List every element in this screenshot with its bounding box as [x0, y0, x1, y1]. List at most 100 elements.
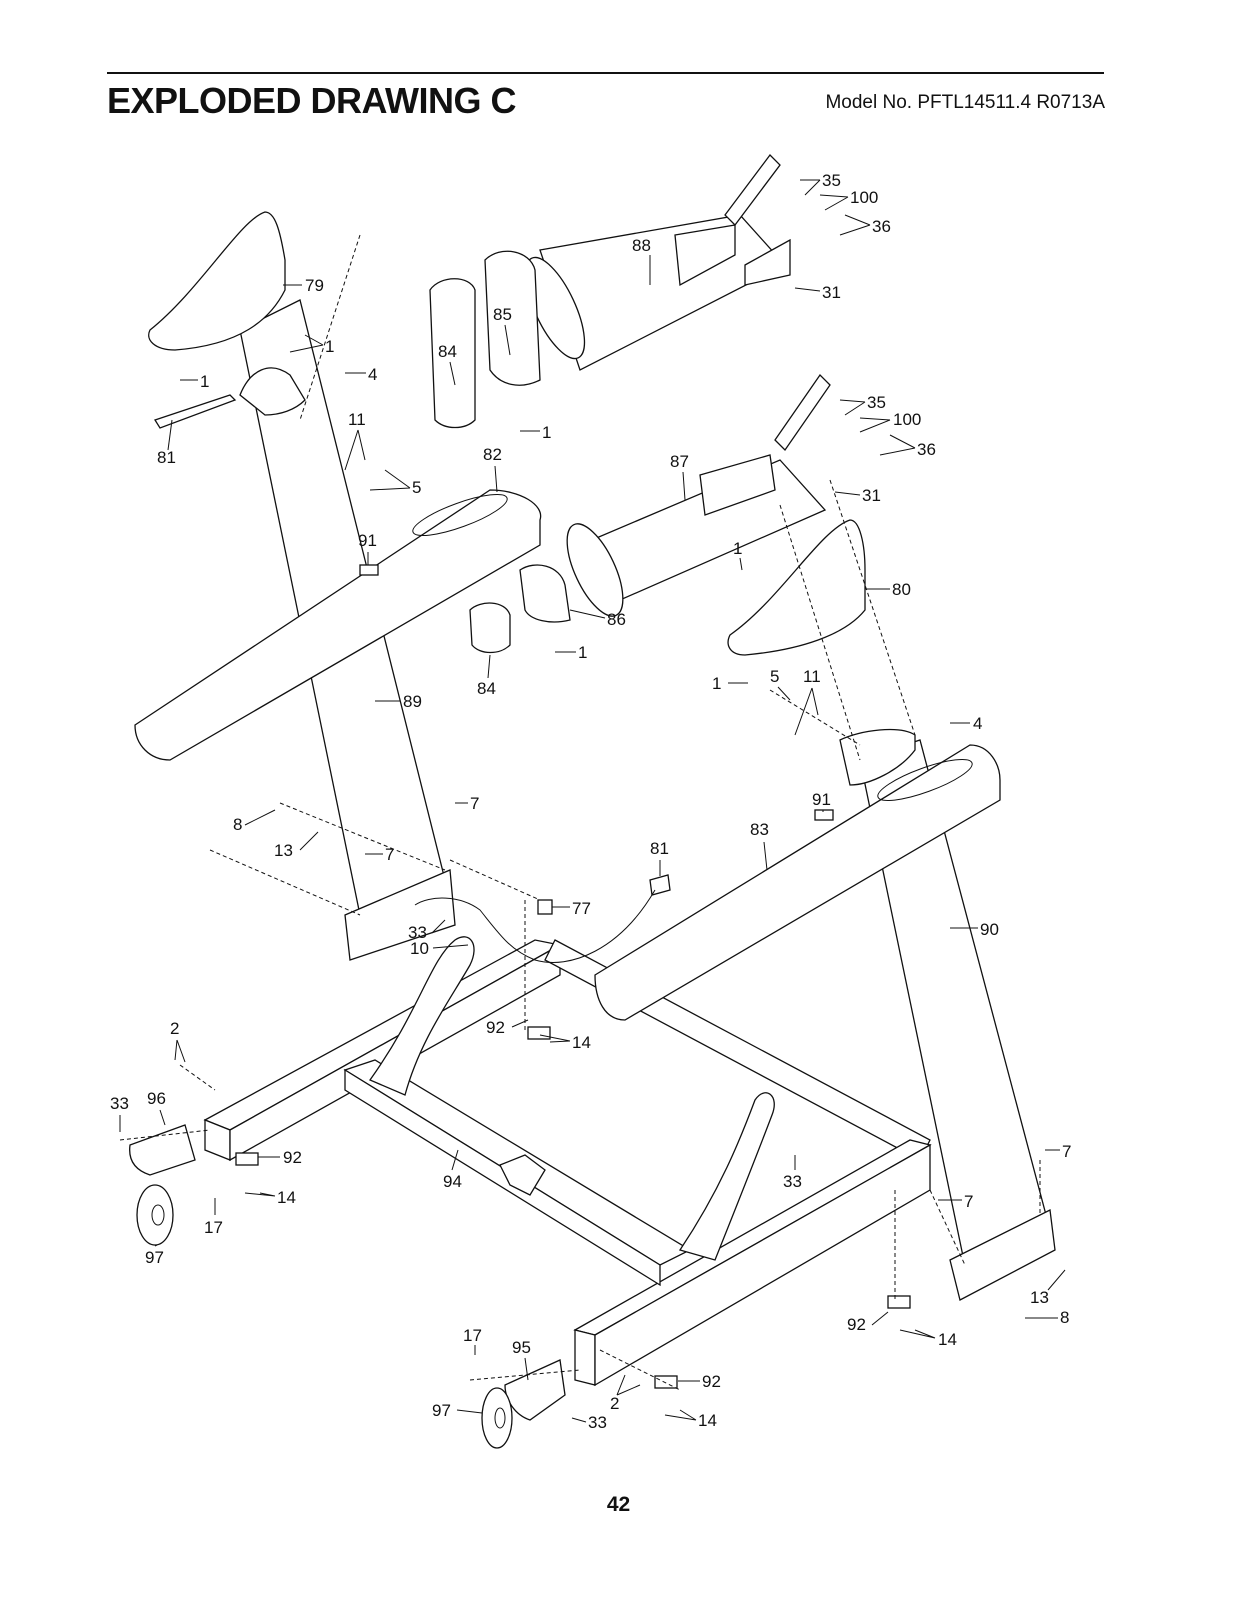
callout-91: 91	[812, 790, 831, 809]
leader-line	[344, 429, 366, 471]
leader-line	[664, 1409, 697, 1421]
left-shroud-79	[148, 211, 286, 351]
callout-5: 5	[770, 667, 779, 686]
leader-line	[432, 944, 469, 949]
leader-line	[174, 1039, 186, 1063]
callout-81: 81	[157, 448, 176, 467]
end-cap-86	[519, 564, 571, 623]
callout-95: 95	[512, 1338, 531, 1357]
callout-11: 11	[803, 667, 821, 686]
assembly-line	[769, 689, 861, 746]
callout-31: 31	[822, 283, 841, 302]
left-label-91	[359, 564, 379, 576]
leader-line	[289, 334, 324, 353]
callout-2: 2	[170, 1019, 179, 1038]
leader-line	[879, 434, 916, 456]
end-cap-85	[484, 250, 541, 386]
leader-line	[451, 1149, 459, 1171]
foot-96	[129, 1124, 196, 1176]
leader-line	[859, 417, 891, 433]
callout-36: 36	[872, 217, 891, 236]
callout-33: 33	[408, 923, 427, 942]
callout-10: 10	[410, 939, 429, 958]
assembly-line	[779, 504, 861, 761]
leader-line	[794, 687, 819, 736]
callout-85: 85	[493, 305, 512, 324]
tube-87-plate	[699, 454, 776, 516]
upper-tube-88	[524, 154, 791, 371]
assembly-line	[829, 479, 916, 736]
leader-line	[800, 179, 821, 196]
callout-labels: 35 100 36 88 31 79 1 1 4 85 84 1 11 81 8…	[110, 171, 1071, 1432]
callout-7: 7	[1062, 1142, 1071, 1161]
wheel-97-right-hub	[494, 1407, 506, 1429]
callout-1: 1	[578, 643, 587, 662]
leader-line	[456, 1409, 483, 1414]
callout-4: 4	[973, 714, 982, 733]
callout-17: 17	[463, 1326, 482, 1345]
clip-77	[537, 899, 553, 915]
callout-7: 7	[470, 794, 479, 813]
callout-92: 92	[847, 1315, 866, 1334]
callout-31: 31	[862, 486, 881, 505]
callout-86: 86	[607, 610, 626, 629]
leader-line	[794, 287, 821, 292]
callout-77: 77	[572, 899, 591, 918]
callout-84: 84	[477, 679, 496, 698]
callout-100: 100	[893, 410, 921, 429]
right-arm-cover	[594, 744, 1001, 1021]
leader-line	[739, 557, 743, 571]
crossbar-clip	[499, 1154, 546, 1196]
callout-94: 94	[443, 1172, 462, 1191]
callout-14: 14	[698, 1411, 717, 1430]
callout-36: 36	[917, 440, 936, 459]
leveler-92-left	[235, 1152, 259, 1166]
callout-92: 92	[486, 1018, 505, 1037]
right-shroud-80	[727, 519, 866, 656]
assembly-line	[179, 1064, 216, 1091]
tube-87-tab	[774, 373, 831, 452]
leader-line	[431, 919, 446, 934]
callout-14: 14	[938, 1330, 957, 1349]
leader-line	[154, 1244, 158, 1247]
leader-line	[682, 471, 686, 501]
end-plug-84-bottom	[469, 602, 511, 654]
callout-11: 11	[348, 410, 366, 429]
leader-line	[819, 194, 849, 211]
leader-line	[524, 1357, 529, 1381]
connector-81-right	[649, 874, 671, 896]
callout-92: 92	[702, 1372, 721, 1391]
leader-line	[494, 465, 498, 493]
assembly-lines	[119, 234, 1041, 1391]
leader-line	[539, 1034, 571, 1043]
callout-17: 17	[204, 1218, 223, 1237]
callout-88: 88	[632, 236, 651, 255]
callout-100: 100	[850, 188, 878, 207]
assembly-line	[209, 849, 361, 916]
callout-7: 7	[964, 1192, 973, 1211]
model-number: Model No. PFTL14511.4 R0713A	[825, 92, 1105, 113]
assembly-line	[449, 859, 541, 901]
callout-87: 87	[670, 452, 689, 471]
callout-97: 97	[145, 1248, 164, 1267]
leader-line	[244, 809, 276, 826]
right-upright-base-bracket	[949, 1209, 1056, 1301]
leader-line	[777, 686, 791, 701]
wheel-97-left	[136, 1184, 174, 1246]
callout-33: 33	[110, 1094, 129, 1113]
right-label-91	[814, 809, 834, 821]
leader-line	[1047, 1269, 1066, 1291]
wheel-97-right	[481, 1387, 513, 1449]
leader-line	[159, 1109, 166, 1126]
leader-line	[299, 831, 319, 851]
right-upright-bracket	[678, 1092, 775, 1261]
right-arm-cover-83	[594, 744, 1001, 1021]
assembly-line	[599, 1349, 681, 1391]
assembly-line	[299, 234, 361, 421]
crossbar-94-side	[344, 1068, 661, 1287]
callout-14: 14	[277, 1188, 296, 1207]
left-upright-base-bracket	[344, 869, 456, 961]
leader-line	[839, 214, 871, 236]
callout-83: 83	[750, 820, 769, 839]
